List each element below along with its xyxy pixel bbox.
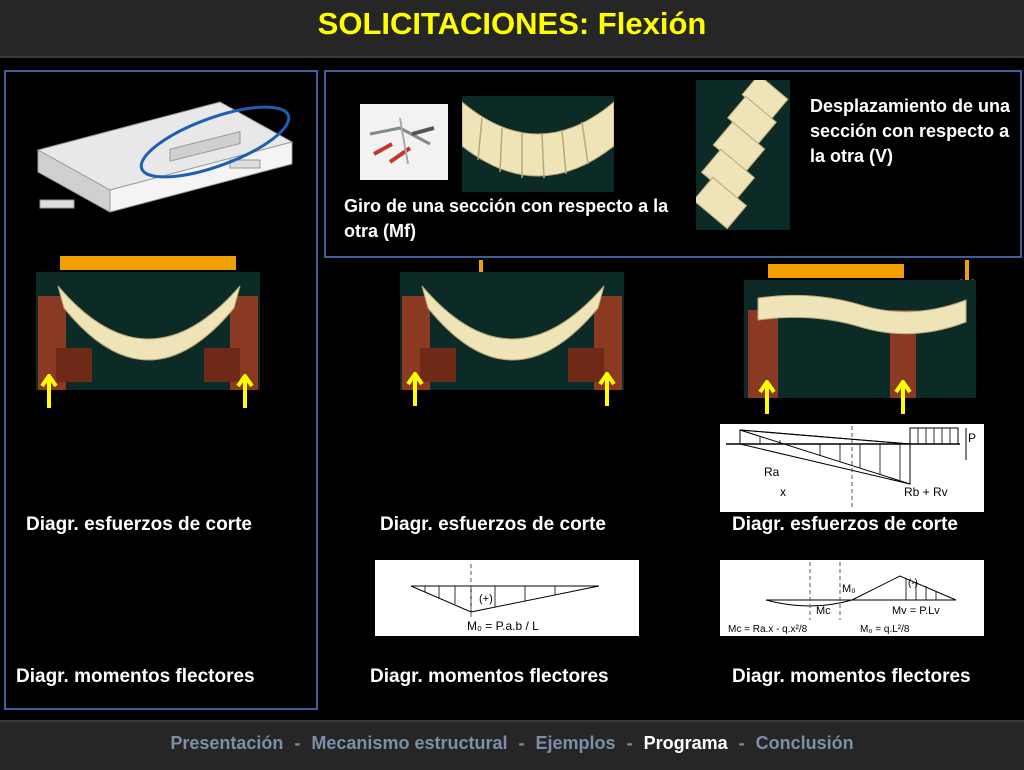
load-plank: [60, 256, 236, 270]
nav-ejemplos[interactable]: Ejemplos: [535, 733, 616, 753]
moment-label: Mc = Ra.x - q.x²/8: [728, 624, 808, 635]
support-arrow-icon: [236, 374, 254, 408]
building-illustration: [36, 101, 294, 213]
support-arrow-icon: [894, 380, 912, 414]
moment-diagram-label: Diagr. momentos flectores: [16, 666, 255, 687]
shear-label: Rb + Rv: [904, 485, 948, 499]
support-arrow-icon: [598, 372, 616, 406]
shear-label: P: [968, 431, 976, 445]
title-bar: [0, 0, 1024, 58]
nav-conclusion[interactable]: Conclusión: [755, 733, 854, 753]
moment-diagram-point-load: (+) M₀ = P.a.b / L: [375, 560, 639, 636]
shear-label: x: [780, 485, 786, 499]
support-arrow-icon: [758, 380, 776, 414]
moment-formula: M₀ = P.a.b / L: [467, 619, 539, 633]
nav-separator: -: [294, 733, 301, 753]
sliding-blocks-photo: [696, 80, 790, 230]
beam-photo: [36, 272, 260, 390]
moment-diagram-label: Diagr. momentos flectores: [370, 666, 609, 687]
moment-label: Mc: [816, 605, 831, 617]
moment-diagram-label: Diagr. momentos flectores: [732, 666, 971, 687]
nav-separator: -: [626, 733, 633, 753]
nav-presentacion[interactable]: Presentación: [170, 733, 284, 753]
deformation-sketch: [360, 104, 448, 180]
cantilever-beam-photo: [744, 280, 976, 398]
shear-diagram: Ra x P Rb + Rv: [720, 424, 984, 512]
nav-programa[interactable]: Programa: [643, 733, 728, 753]
nav-separator: -: [518, 733, 525, 753]
desplazamiento-caption: Desplazamiento de una sección con respec…: [810, 96, 1011, 166]
moment-diagram-cantilever: M₀ Mc Mv = P.Lv Mc = Ra.x - q.x²/8 M₀ = …: [720, 560, 984, 636]
support-arrow-icon: [40, 374, 58, 408]
page-title: SOLICITACIONES: Flexión: [317, 6, 707, 41]
moment-label: M₀: [842, 583, 856, 595]
moment-label: M₀ = q.L²/8: [860, 624, 910, 635]
top-panel-frame: [324, 70, 1022, 258]
shear-diagram-label: Diagr. esfuerzos de corte: [26, 514, 252, 535]
nav-mecanismo-estructural[interactable]: Mecanismo estructural: [311, 733, 508, 753]
nav-separator: -: [738, 733, 745, 753]
giro-caption: Giro de una sección con respecto a la ot…: [344, 196, 669, 241]
shear-label: Ra: [764, 465, 780, 479]
highlight-ellipse: [139, 105, 291, 179]
support-arrow-icon: [406, 372, 424, 406]
moment-label: (-): [908, 578, 918, 589]
footer-bar: [0, 720, 1024, 770]
curved-blocks-photo: [462, 96, 614, 192]
moment-sign: (+): [479, 593, 493, 605]
load-plank: [768, 264, 904, 278]
left-column-frame: [4, 70, 318, 710]
beam-photo: [400, 272, 624, 390]
footer-nav: Presentación - Mecanismo estructural - E…: [0, 733, 1024, 754]
shear-diagram-label: Diagr. esfuerzos de corte: [732, 514, 958, 535]
moment-label: Mv = P.Lv: [892, 605, 940, 617]
shear-diagram-label: Diagr. esfuerzos de corte: [380, 514, 606, 535]
